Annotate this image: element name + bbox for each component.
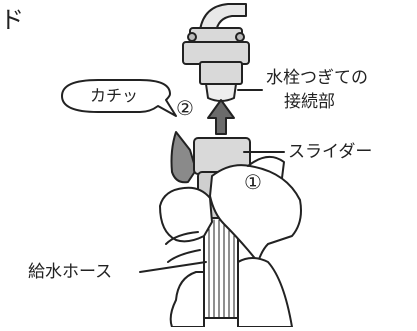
step-2-marker: ② bbox=[176, 96, 194, 120]
slider-lever bbox=[170, 131, 197, 184]
faucet-joint-collar bbox=[182, 41, 250, 65]
hose-label: 給水ホース bbox=[28, 262, 113, 282]
slider-label: スライダー bbox=[288, 142, 373, 162]
left-hand-fingers bbox=[165, 231, 201, 263]
right-hand bbox=[209, 164, 302, 263]
bottom-hand bbox=[169, 271, 205, 328]
screw-left-icon bbox=[187, 32, 197, 42]
faucet-pipe bbox=[199, 3, 247, 33]
corner-text-fragment: ド bbox=[0, 6, 24, 34]
click-sound-label: カチッ bbox=[90, 86, 139, 105]
faucet-joint-nut bbox=[199, 61, 243, 85]
bottom-right-hand bbox=[237, 257, 293, 328]
faucet-joint-label-line1: 水栓つぎての bbox=[266, 68, 368, 88]
step-1-marker: ① bbox=[244, 170, 262, 194]
leader-line-hose bbox=[139, 261, 207, 273]
click-speech-bubble bbox=[61, 79, 177, 117]
left-hand bbox=[159, 186, 213, 243]
hose-ribs bbox=[208, 219, 235, 319]
right-hand-thumb bbox=[247, 155, 285, 179]
faucet-joint-label-line2: 接続部 bbox=[284, 92, 335, 112]
water-hose bbox=[203, 217, 239, 319]
up-arrow-icon bbox=[207, 99, 235, 135]
screw-right-icon bbox=[235, 32, 245, 42]
faucet-joint-nozzle bbox=[205, 83, 237, 102]
